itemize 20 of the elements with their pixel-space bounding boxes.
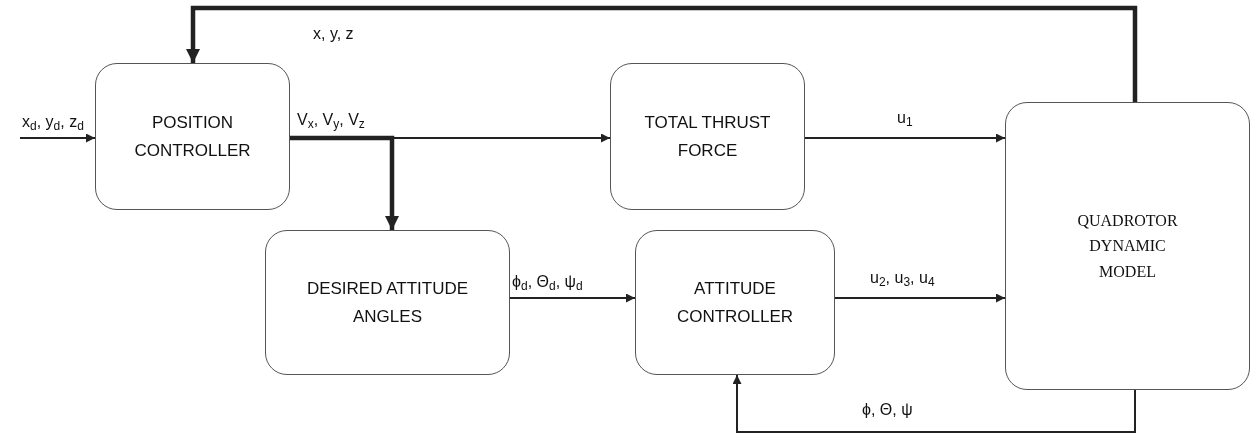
process-box: [610, 63, 805, 210]
process-box: [265, 230, 510, 375]
box-label: POSITION CONTROLLER: [133, 112, 252, 162]
arrow: [732, 374, 1136, 433]
process-box: [635, 230, 835, 375]
arrow: [804, 133, 1006, 143]
arrow: [19, 133, 96, 143]
arrow: [186, 5, 1138, 102]
process-box: [95, 63, 290, 210]
edge-label: V$_{x}$, V$_{y}$, V$_{z}$: [297, 110, 365, 130]
arrow: [834, 293, 1006, 303]
edge-label: ϕ$_{d}$, Θ$_{d}$, ψ$_{d}$: [512, 272, 583, 292]
box-label: TOTAL THRUST FORCE: [643, 112, 772, 162]
arrow: [509, 293, 636, 303]
box-label: DESIRED ATTITUDE ANGLES: [305, 278, 470, 328]
box-label: ATTITUDE CONTROLLER: [675, 278, 795, 328]
arrow: [290, 135, 399, 230]
box-label: QUADROTOR DYNAMIC MODEL: [1076, 210, 1179, 282]
process-box: [1005, 102, 1250, 390]
edge-label: ϕ, Θ, ψ: [862, 400, 913, 420]
